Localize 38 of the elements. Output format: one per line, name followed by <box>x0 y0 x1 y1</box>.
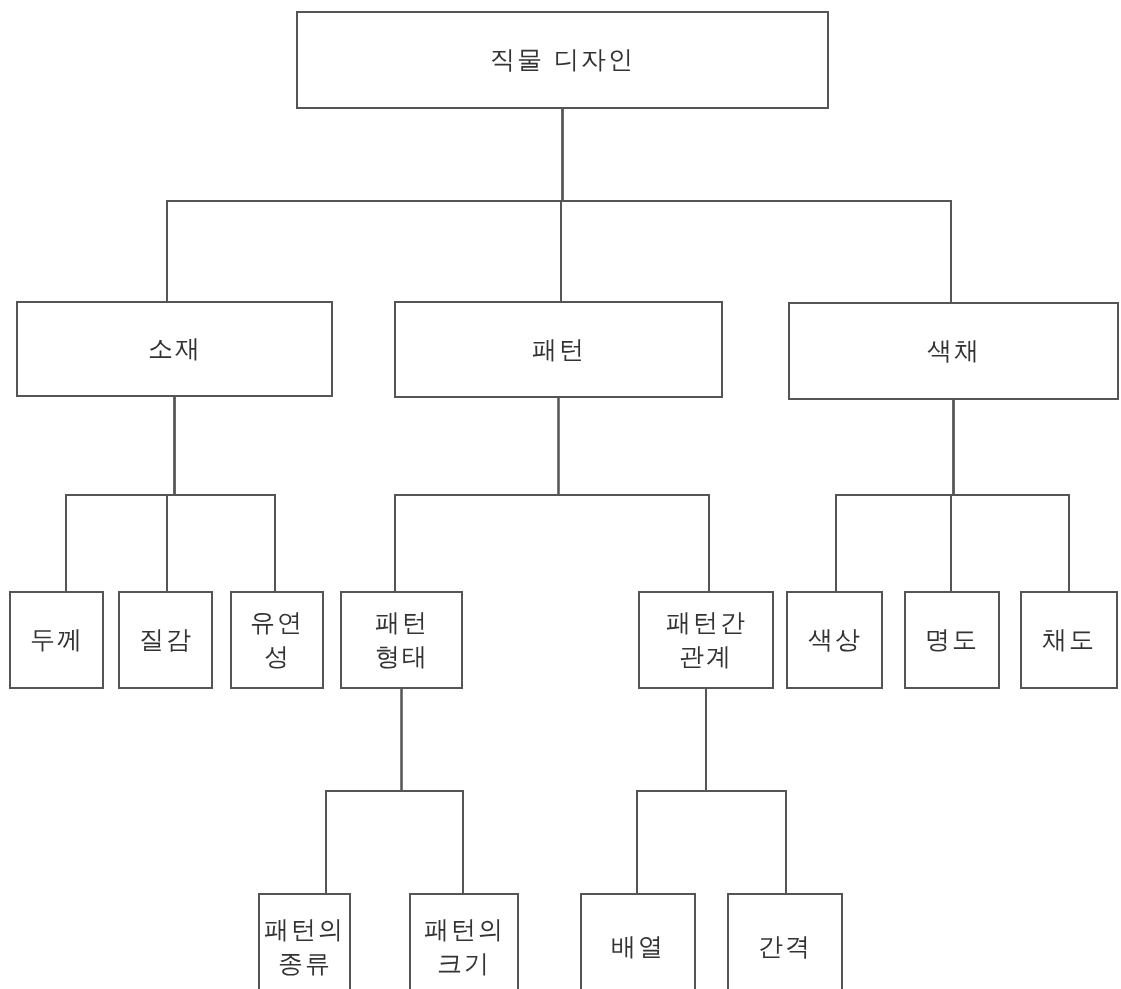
connector-line <box>173 396 276 592</box>
box-label: 채도 <box>1042 624 1096 657</box>
category-box <box>394 301 723 398</box>
box-label: 패턴의 크기 <box>422 913 506 980</box>
box-label: 배열 <box>611 930 665 963</box>
connector-line <box>400 688 464 894</box>
connector-line <box>705 688 787 894</box>
box-label: 직물 디자인 <box>490 44 635 77</box>
category-box <box>409 893 519 989</box>
connector-line <box>952 399 1070 592</box>
box-label: 간격 <box>758 930 812 963</box>
category-box <box>340 591 463 689</box>
box-label: 패턴간 관계 <box>664 607 748 673</box>
category-box <box>9 591 104 689</box>
category-box <box>727 893 843 989</box>
box-label: 소재 <box>147 333 202 366</box>
box-label: 질감 <box>138 624 193 657</box>
box-label: 두께 <box>29 624 84 657</box>
box-label: 색상 <box>807 624 862 657</box>
category-box <box>258 893 351 989</box>
category-box <box>580 893 696 989</box>
box-label: 유연성 <box>249 607 305 673</box>
category-box <box>296 11 829 109</box>
category-box <box>230 591 324 689</box>
box-label: 색채 <box>926 335 981 368</box>
box-label: 명도 <box>925 624 979 657</box>
category-box <box>904 591 1000 689</box>
category-box <box>16 301 333 397</box>
category-box <box>638 591 774 689</box>
category-box <box>1020 591 1118 689</box>
connector-line <box>557 397 710 592</box>
connector-line <box>561 108 952 303</box>
box-label: 패턴 형태 <box>373 607 430 673</box>
category-box <box>788 302 1119 400</box>
category-box <box>786 591 883 689</box>
box-label: 패턴 <box>531 333 586 366</box>
box-label: 패턴의 종류 <box>263 913 346 980</box>
category-box <box>118 591 213 689</box>
